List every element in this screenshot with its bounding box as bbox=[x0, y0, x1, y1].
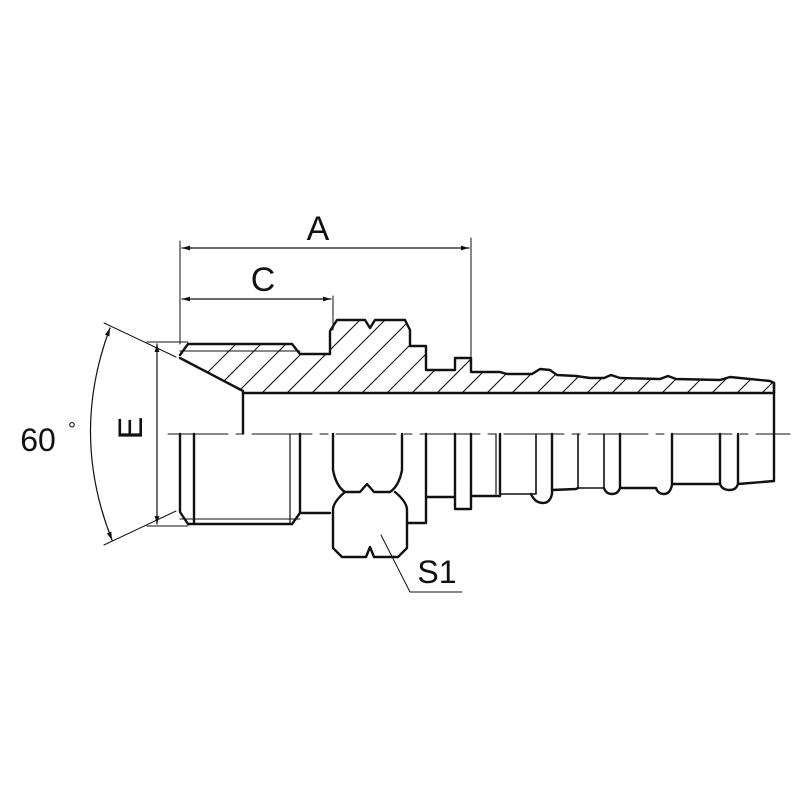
sectioned-half bbox=[178, 318, 776, 435]
angle-dimension: 60 ° bbox=[20, 322, 177, 546]
section-hatching bbox=[180, 320, 774, 393]
dimension-a: A bbox=[179, 210, 472, 359]
hex-label: S1 bbox=[417, 554, 456, 590]
dimension-c: C bbox=[181, 261, 334, 331]
hex-callout-s1: S1 bbox=[380, 534, 463, 593]
dimension-e: E bbox=[112, 341, 189, 527]
angle-value: 60 bbox=[20, 422, 56, 458]
dim-a-label: A bbox=[307, 210, 330, 248]
exterior-half bbox=[178, 381, 776, 559]
dim-c-label: C bbox=[251, 261, 276, 299]
dim-e-label: E bbox=[112, 417, 150, 440]
degree-symbol: ° bbox=[68, 419, 76, 441]
